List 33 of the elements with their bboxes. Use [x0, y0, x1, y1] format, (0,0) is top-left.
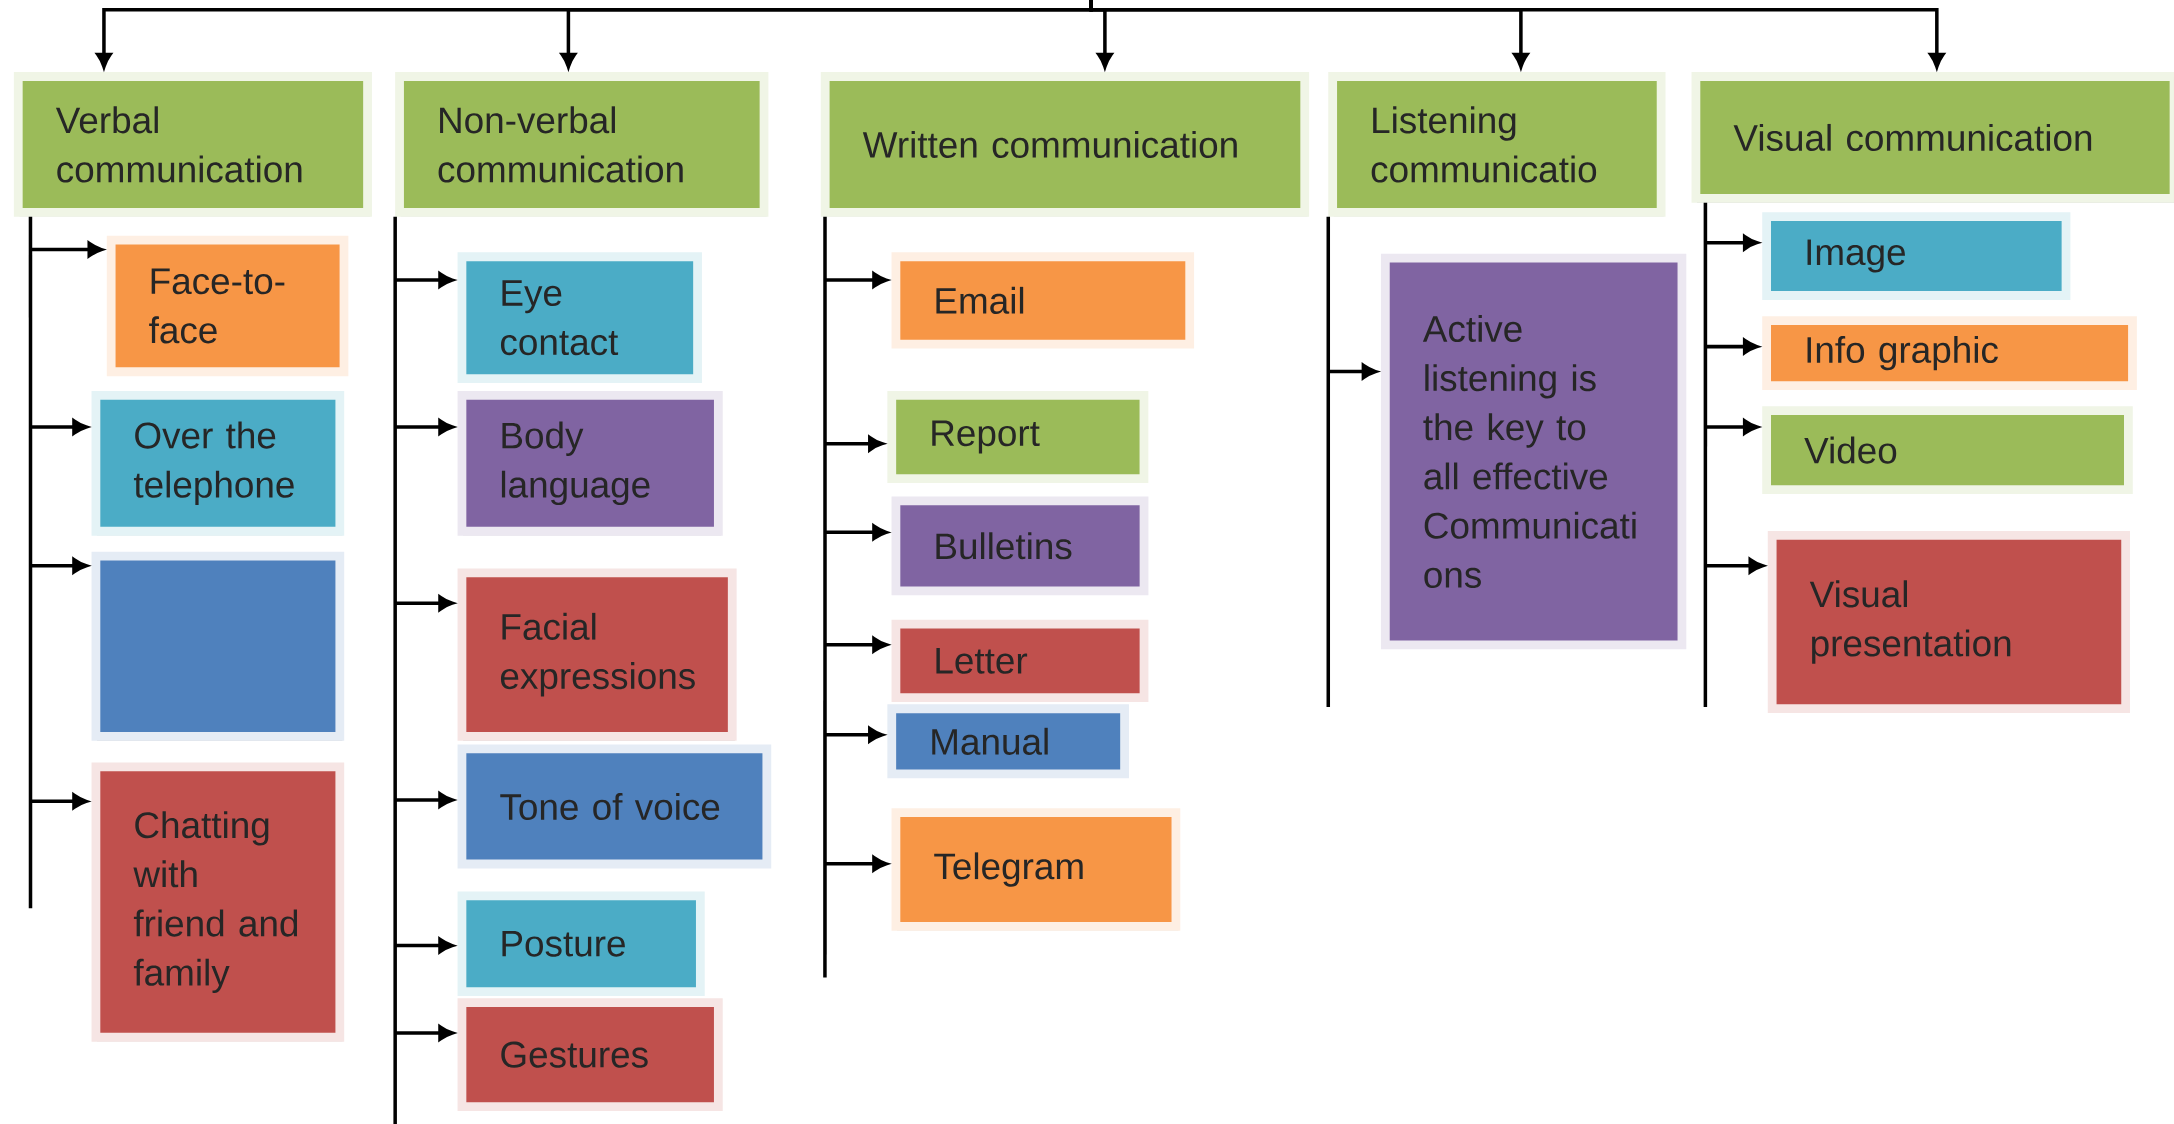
item-box: Video — [1762, 406, 2133, 494]
item-box: Email — [891, 252, 1195, 349]
item-box: Telegram — [891, 808, 1181, 931]
item-box: Gestures — [457, 998, 723, 1111]
item-box: Face-to-face — [106, 235, 349, 376]
category-box: Non-verbal communication — [395, 71, 769, 217]
branch-line — [393, 216, 397, 1124]
item-box: Active listening is the key to all effective Communicati ons — [1380, 253, 1687, 649]
branch-line — [28, 216, 33, 908]
item-box: Body language — [457, 390, 723, 536]
item-box: Tone of voice — [457, 744, 772, 869]
category-box: Visual communication — [1691, 71, 2174, 203]
branch-line — [1326, 216, 1331, 707]
item-box: Facial expressions — [457, 568, 737, 741]
category-box: Listening communicatio — [1328, 71, 1666, 217]
item-box: Bulletins — [891, 496, 1149, 595]
item-box — [91, 551, 345, 741]
item-box: Image — [1762, 211, 2071, 300]
arrow — [1705, 419, 1759, 435]
item-box: Over the telephone — [91, 390, 345, 536]
arrow — [1089, 0, 1945, 69]
item-box: Info graphic — [1762, 315, 2137, 390]
item-box: Report — [887, 390, 1149, 483]
category-box: Verbal communication — [13, 71, 372, 217]
item-box: Posture — [457, 891, 705, 996]
item-box: Chatting with friend and family — [91, 762, 345, 1042]
category-box: Written communication — [820, 71, 1310, 217]
item-box: Eye contact — [457, 252, 702, 383]
branch-line — [823, 216, 827, 978]
item-box: Letter — [891, 619, 1149, 702]
item-box: Visual presentation — [1767, 530, 2131, 713]
item-box: Manual — [887, 704, 1129, 779]
branch-line — [1703, 202, 1708, 707]
